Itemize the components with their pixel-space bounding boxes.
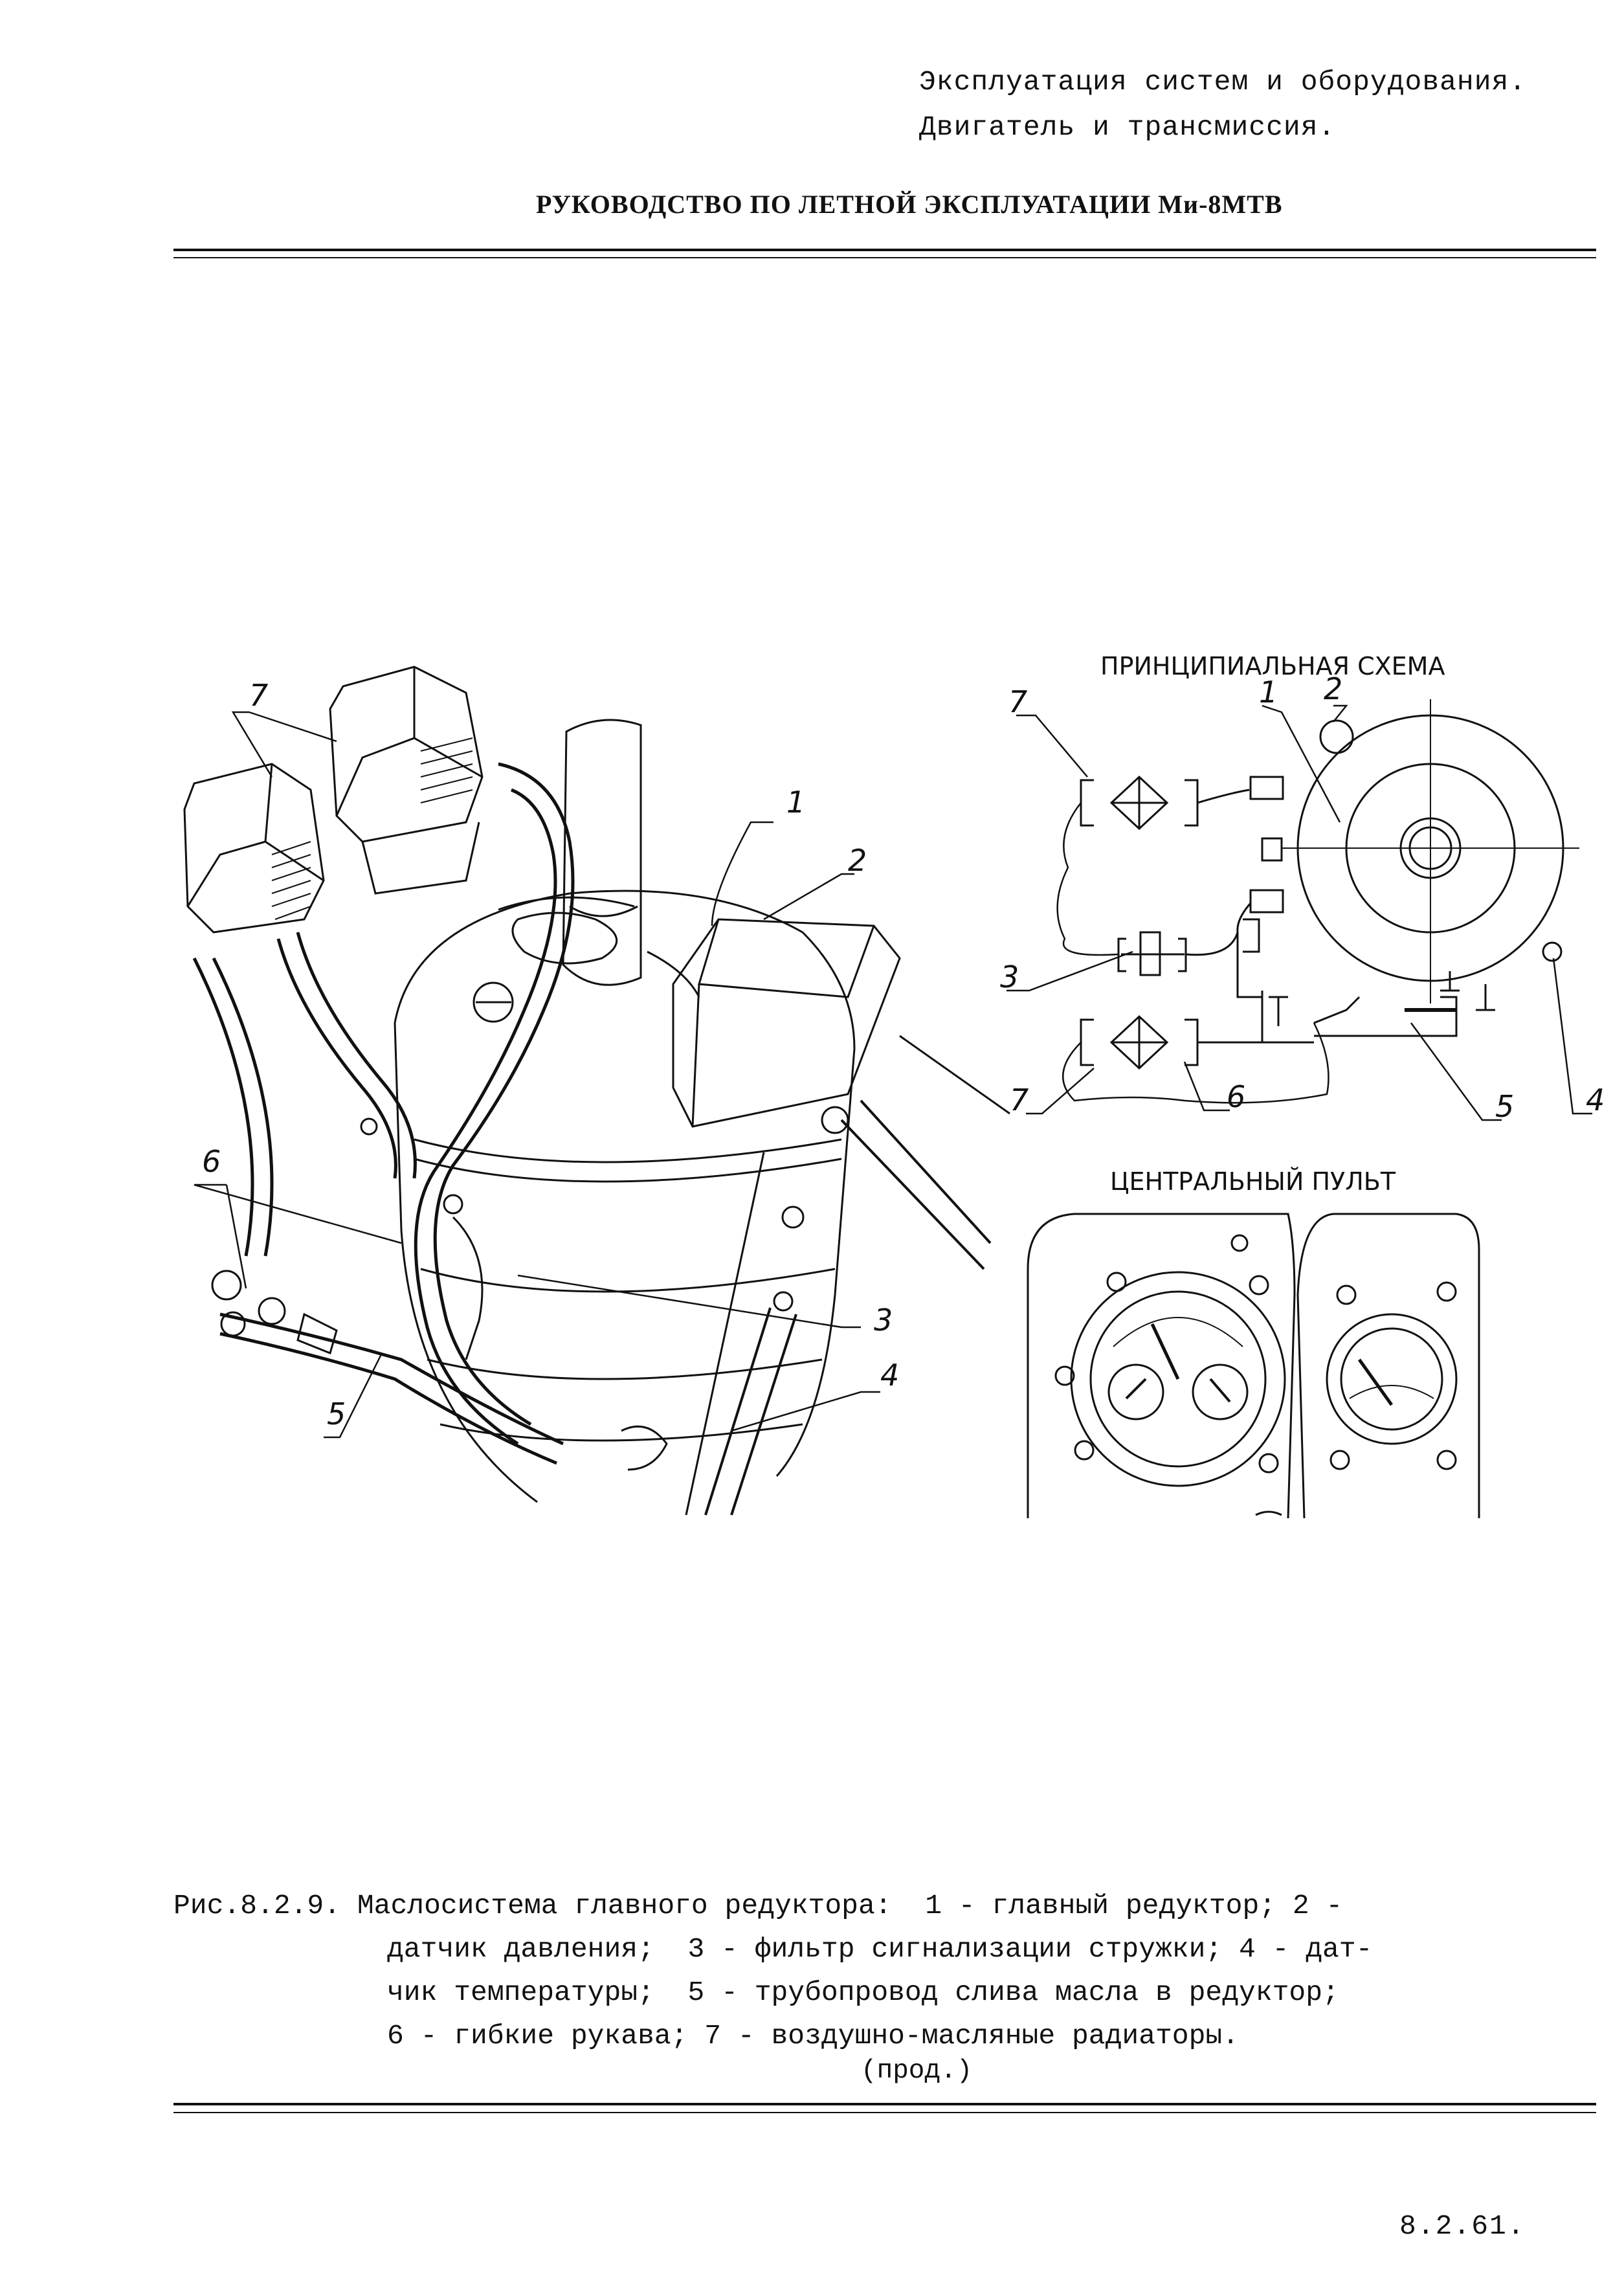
footer-rule-thick — [173, 2103, 1596, 2105]
header-rule-thick — [173, 249, 1596, 251]
figure-caption: Рис.8.2.9. Маслосистема главного редукто… — [173, 1884, 1372, 2058]
figure-main-gearbox-oil-system: 7 1 2 6 3 5 4 ПРИНЦИПИАЛЬНАЯ СХЕМА — [183, 652, 1605, 1519]
caption-line-3: чик температуры; 5 - трубопровод слива м… — [387, 1977, 1339, 2008]
principal-schematic: ПРИНЦИПИАЛЬНАЯ СХЕМА — [1056, 652, 1579, 1104]
schematic-callout-7-bottom: 7 — [1010, 1082, 1029, 1117]
schematic-callout-4: 4 — [1586, 1082, 1605, 1117]
schematic-callout-7-top: 7 — [1008, 684, 1027, 719]
schematic-callout-2: 2 — [1324, 671, 1342, 706]
section-heading: Эксплуатация систем и оборудования. Двиг… — [919, 60, 1526, 150]
footer-rule-thin — [173, 2112, 1596, 2113]
schematic-callout-labels: 7 1 2 3 7 6 5 4 — [1000, 671, 1605, 1124]
callout-5: 5 — [327, 1396, 346, 1431]
callout-7: 7 — [249, 678, 268, 713]
callout-2: 2 — [848, 843, 867, 878]
schematic-callouts — [1007, 704, 1592, 1121]
schematic-callout-1: 1 — [1259, 675, 1278, 710]
caption-line-2: датчик давления; 3 - фильтр сигнализации… — [387, 1933, 1373, 1965]
callout-4: 4 — [880, 1358, 899, 1393]
schematic-title: ПРИНЦИПИАЛЬНАЯ СХЕМА — [1100, 652, 1445, 680]
section-line-1: Эксплуатация систем и оборудования. — [919, 66, 1527, 98]
left-callout-labels: 7 1 2 6 3 5 4 — [202, 678, 899, 1431]
caption-line-1: Рис.8.2.9. Маслосистема главного редукто… — [173, 1890, 1343, 1922]
page-number: 8.2.61. — [1399, 2210, 1526, 2242]
callout-6: 6 — [202, 1144, 221, 1179]
callout-3: 3 — [874, 1303, 893, 1338]
caption-continued: (прод.) — [861, 2056, 973, 2086]
left-callouts — [194, 711, 880, 1439]
schematic-callout-3: 3 — [1000, 959, 1019, 994]
central-panel: ЦЕНТРАЛЬНЫЙ ПУЛЬТ — [1027, 1167, 1480, 1519]
panel-title: ЦЕНТРАЛЬНЫЙ ПУЛЬТ — [1110, 1167, 1396, 1196]
schematic-callout-6: 6 — [1227, 1079, 1245, 1114]
section-line-2: Двигатель и трансмиссия. — [919, 111, 1336, 143]
schematic-callout-5: 5 — [1495, 1089, 1514, 1124]
callout-1: 1 — [786, 785, 805, 820]
gearbox-drawing — [183, 666, 1010, 1516]
document-title: РУКОВОДСТВО ПО ЛЕТНОЙ ЭКСПЛУАТАЦИИ Ми-8М… — [536, 190, 1283, 219]
header-rule-thin — [173, 257, 1596, 258]
caption-line-4: 6 - гибкие рукава; 7 - воздушно-масляные… — [387, 2020, 1240, 2052]
